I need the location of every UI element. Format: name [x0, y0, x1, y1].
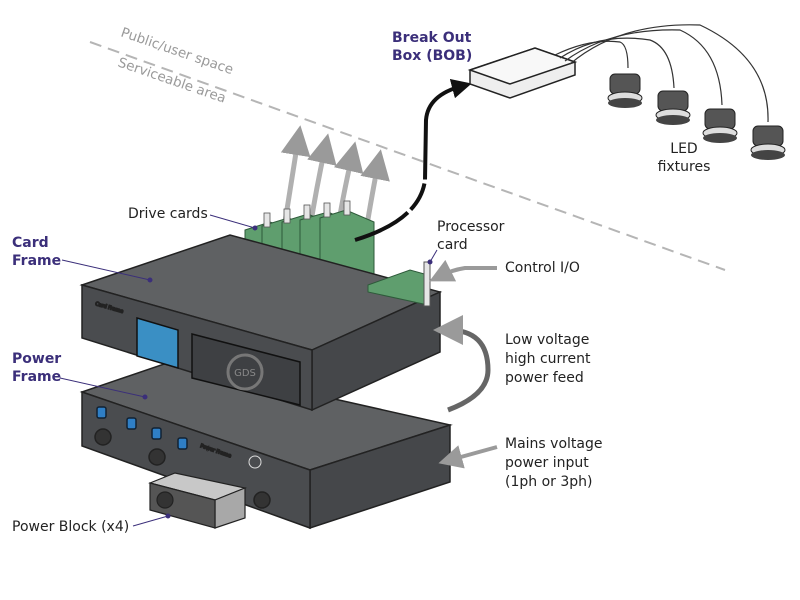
power-block: [148, 472, 248, 529]
processor-card-label-2: card: [437, 237, 468, 253]
gds-logo: GDS: [234, 368, 256, 379]
bob-label-2: Box (BOB): [392, 48, 472, 64]
low-voltage-label-2: high current: [505, 351, 591, 367]
led-cables: [554, 24, 769, 123]
led-fixtures: [607, 73, 786, 160]
zone-divider: [89, 41, 726, 271]
mains-label-1: Mains voltage: [505, 436, 602, 452]
power-feed-arrow: [433, 315, 491, 413]
power-block-label: Power Block (x4): [12, 519, 129, 535]
led-label-1: LED: [670, 141, 697, 157]
drive-cards-label: Drive cards: [128, 206, 208, 222]
card-frame: GDS Card Frame: [79, 234, 443, 412]
led-label-2: fixtures: [658, 159, 711, 175]
processor-card: [367, 261, 431, 307]
mains-label-3: (1ph or 3ph): [505, 474, 592, 490]
mains-label-2: power input: [505, 455, 589, 471]
break-out-box: [467, 47, 578, 99]
bob-label-1: Break Out: [392, 30, 472, 46]
low-voltage-label-1: Low voltage: [505, 332, 589, 348]
power-frame: Power Frame: [79, 361, 453, 530]
power-frame-label-2: Frame: [12, 369, 61, 385]
power-frame-label-1: Power: [12, 351, 61, 367]
card-frame-label-2: Frame: [12, 253, 61, 269]
processor-card-label-1: Processor: [437, 219, 505, 235]
control-io-arrow: [429, 259, 497, 282]
mains-arrow: [438, 445, 498, 469]
data-cable: [354, 78, 472, 242]
low-voltage-label-3: power feed: [505, 370, 584, 386]
card-frame-label-1: Card: [12, 235, 49, 251]
control-io-label: Control I/O: [505, 260, 580, 276]
leader-lines: [59, 214, 438, 527]
